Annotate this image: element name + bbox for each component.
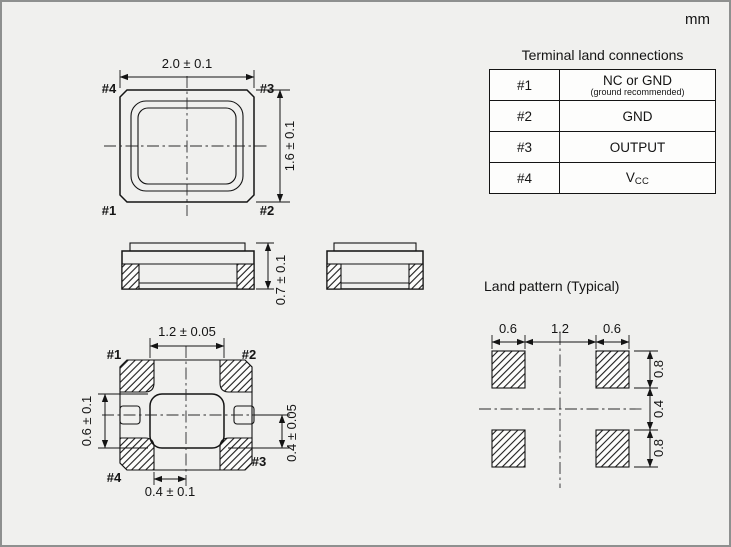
table-row: #2 GND [489,100,716,132]
pin-number-cell: #4 [489,162,560,194]
pin-label-top-right: #2 [242,347,256,362]
pin-label-top-right: #3 [260,81,274,96]
table-row: #1 NC or GND (ground recommended) [489,69,716,101]
corner-pad [219,359,253,393]
pin-label-top-left: #4 [102,81,117,96]
pin-label-bottom-right: #3 [252,454,266,469]
terminal-land-connections-table: #1 NC or GND (ground recommended) #2 GND… [489,69,716,194]
terminal-pad [326,263,342,290]
pin-label-bottom-left: #4 [107,470,122,485]
package-outline [119,89,255,203]
land-dim-left-pad: 0.6 [499,321,517,336]
terminal-pad [121,263,140,290]
bottom-view-top-dimension: 1.2 ± 0.05 [158,324,216,339]
land-pattern-title: Land pattern (Typical) [484,278,620,294]
side-view-front [121,242,255,290]
terminal-pad [408,263,424,290]
land-dim-top-pad: 0.8 [651,360,666,378]
terminal-pad [236,263,255,290]
pin-label-bottom-right: #2 [260,203,274,218]
pin-function-cell: VCC [559,162,716,194]
corner-pad [119,359,155,393]
pin-function-cell: GND [559,100,716,132]
pin-function-cell: NC or GND (ground recommended) [559,69,716,101]
land-dim-middle-gap: 0.4 [651,400,666,418]
bottom-view: 1.2 ± 0.05 0.6 ± 0.1 0.4 ± 0.1 0.4 ± 0.0… [79,324,299,499]
vcc-main: V [625,169,635,185]
table-row: #3 OUTPUT [489,131,716,163]
land-dim-center-gap: 1.2 [551,321,569,336]
corner-pad [219,437,253,471]
side-view-end [326,242,424,290]
lid-profile [333,242,417,252]
land-dim-right-pad: 0.6 [603,321,621,336]
pin-label-top-left: #1 [107,347,121,362]
side-view-height-dimension-group: 0.7 ± 0.1 [256,242,288,306]
land-pattern: 0.6 1.2 0.6 0.8 0.4 0.8 [479,321,666,488]
terminal-table-title: Terminal land connections [521,47,684,63]
land-pad [491,429,526,468]
land-pad [595,429,630,468]
pin-function-cell: OUTPUT [559,131,716,163]
pin-function: NC or GND [602,72,672,88]
top-view-height-dimension: 1.6 ± 0.1 [282,121,297,172]
bottom-view-right-dimension: 0.4 ± 0.05 [284,404,299,462]
top-view: 2.0 ± 0.1 1.6 ± 0.1 #4 #3 #1 #2 [102,56,297,218]
land-pad [595,350,630,389]
land-dim-bottom-pad: 0.8 [651,439,666,457]
table-row: #4 VCC [489,162,716,194]
unit-label: mm [685,11,710,28]
pin-number-cell: #2 [489,100,560,132]
side-view-height-dimension: 0.7 ± 0.1 [273,255,288,306]
pin-function-note: (ground recommended) [590,86,685,97]
top-view-width-dimension: 2.0 ± 0.1 [162,56,213,71]
corner-pad [119,437,155,471]
land-pad [491,350,526,389]
pin-number-cell: #1 [489,69,560,101]
bottom-view-bottom-dimension: 0.4 ± 0.1 [145,484,196,499]
lid-profile [129,242,246,252]
center-cavity-outline [149,393,225,449]
pin-number-cell: #3 [489,131,560,163]
bottom-view-left-dimension: 0.6 ± 0.1 [79,396,94,447]
pin-label-bottom-left: #1 [102,203,116,218]
vcc-subscript: CC [634,175,650,187]
